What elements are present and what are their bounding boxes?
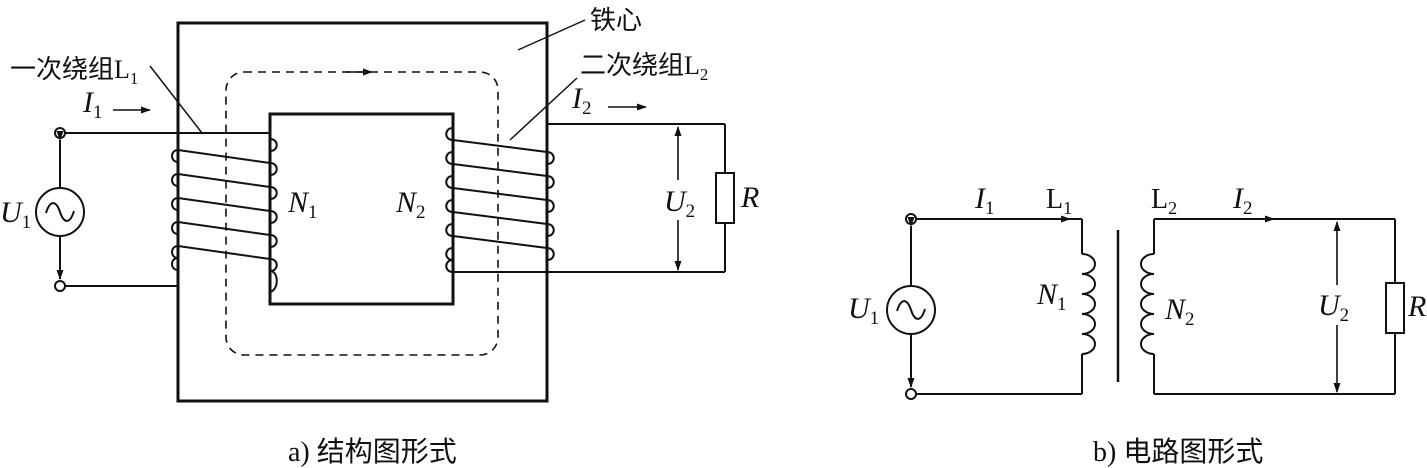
n2-label: N2 [1164,293,1195,330]
primary-inductor [1081,253,1096,355]
terminal-top [905,213,917,225]
secondary-inductor [1140,253,1155,355]
iron-core-window [268,112,455,306]
terminal-top-left [54,127,66,139]
core-label: 铁心 [590,6,642,35]
l2-label: L2 [1151,184,1177,218]
circuit-diagram: U1 I1 L1 N1 N2 L2 I2 U2 R b) 电路图形式 [848,182,1426,468]
primary-coil [171,138,278,293]
caption-a: a) 结构图形式 [288,436,457,468]
secondary-winding-label: 二次绕组L2 [580,51,708,84]
i1-label: I1 [82,86,103,123]
ac-source-u1 [35,187,85,237]
l1-label: L1 [1046,184,1072,218]
secondary-leader [509,77,578,141]
core-leader [517,19,586,51]
sine-icon [896,300,926,320]
n1-label: N1 [1036,278,1067,315]
structure-diagram: 铁心 一次绕组L1 二次绕组L2 U1 I1 [0,6,759,468]
i2-label: I2 [1232,182,1253,219]
terminal-bottom [905,388,917,400]
u2-label: U2 [1318,289,1349,326]
primary-leader [149,65,203,134]
terminal-bottom-left [54,280,66,292]
i1-label: I1 [974,182,995,219]
secondary-coil [445,127,555,273]
iron-core-outer [176,21,549,403]
load-resistor [1385,282,1405,334]
caption-b: b) 电路图形式 [1093,436,1263,468]
i2-label: I2 [571,82,592,119]
u1-label: U1 [0,196,31,233]
u2-label: U2 [664,185,695,222]
sine-icon [45,202,75,222]
n2-label: N2 [395,186,426,223]
r-label: R [1407,290,1426,323]
r-label: R [740,181,759,214]
u1-label: U1 [848,292,879,329]
load-resistor [715,172,735,224]
n1-label: N1 [287,186,318,223]
primary-winding-label: 一次绕组L1 [10,55,138,88]
ac-source-u1 [886,285,936,335]
